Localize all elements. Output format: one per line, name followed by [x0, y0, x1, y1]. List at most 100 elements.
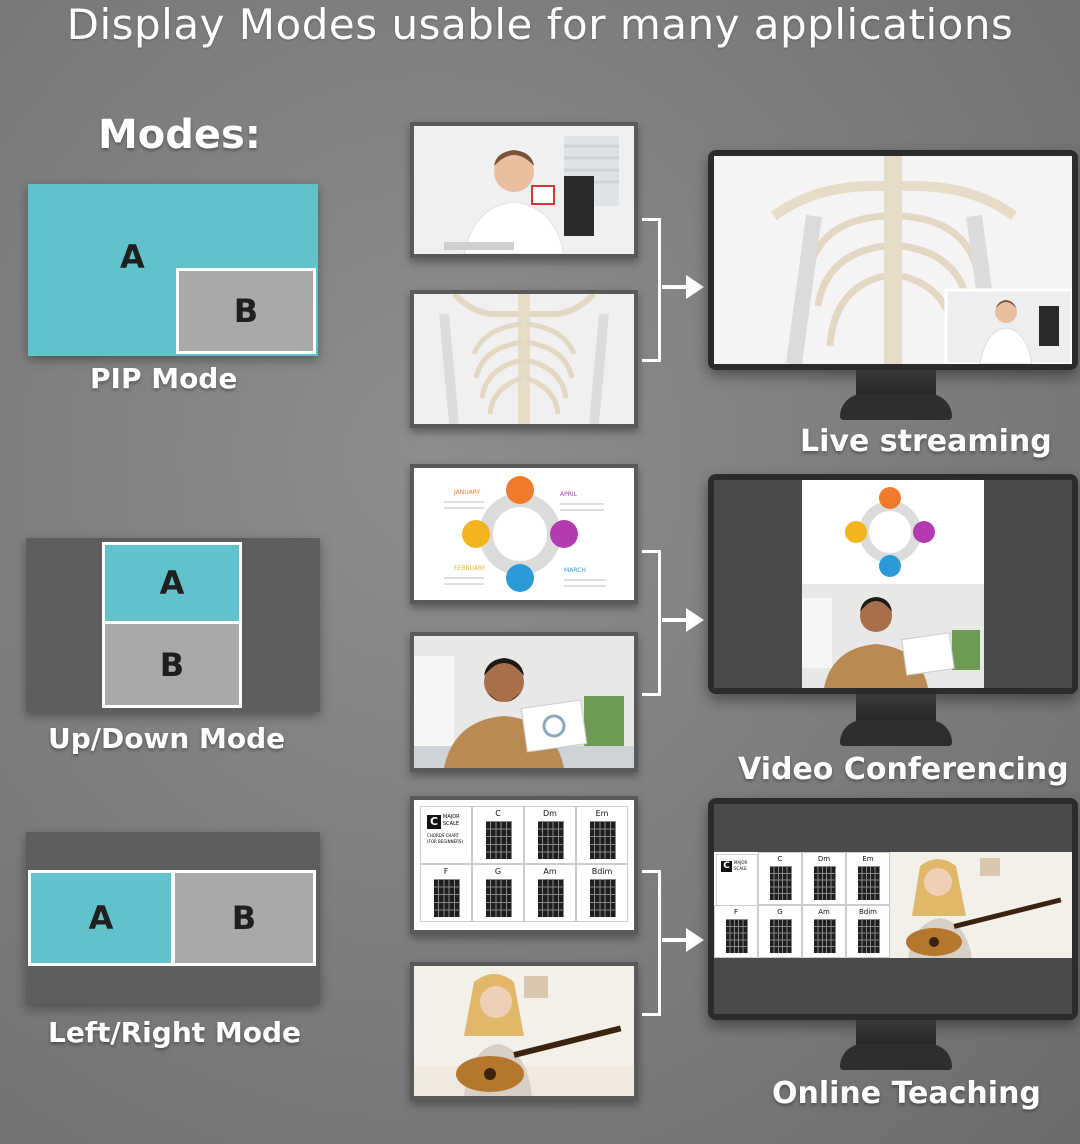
chord-diagram [858, 866, 880, 900]
chord-name: C [777, 855, 783, 863]
leftright-mode-caption: Left/Right Mode [48, 1016, 302, 1049]
updown-region-b: B [102, 624, 242, 708]
pip-region-b: B [176, 268, 316, 354]
leftright-label-a: A [88, 899, 114, 937]
pip-label-b: B [233, 292, 259, 330]
updown-mode-diagram: A B [26, 538, 320, 712]
chord-chart-title-cell-large: C MAJOR SCALE [716, 854, 758, 906]
monitor-live-streaming [708, 150, 1078, 370]
chord-name: Bdim [591, 867, 613, 876]
leftright-label-b: B [231, 899, 257, 937]
arrow-line-2 [662, 618, 688, 622]
chord-chart-grid: C MAJOR SCALE CHORDS CHART (FOR BEGINNER… [420, 806, 628, 924]
pip-mode-diagram: A B [28, 184, 318, 356]
monitor-stand-base-3 [840, 1044, 952, 1070]
chord-cell: C [472, 806, 524, 864]
arrow-right-icon [686, 928, 704, 952]
monitor-stand-base-2 [840, 720, 952, 746]
monitor-screen-pip [714, 156, 1072, 364]
chord-diagram [726, 919, 748, 953]
live-streaming-caption: Live streaming [800, 424, 1052, 459]
chord-cell: Am [524, 864, 576, 922]
doctor-illustration [414, 126, 634, 254]
chord-diagram [814, 866, 836, 900]
chord-diagram [434, 879, 460, 917]
chord-diagram [538, 879, 564, 917]
arrow-right-icon [686, 608, 704, 632]
chord-cell: G [472, 864, 524, 922]
chord-cell: Bdim [846, 905, 890, 958]
month-february: FEBRUARY [454, 565, 486, 572]
month-january: JANUARY [453, 489, 481, 496]
arrow-line-3 [662, 938, 688, 942]
monitor-screen-updown [714, 480, 1072, 688]
chord-diagram [814, 919, 836, 953]
guitar-player-illustration [414, 966, 634, 1096]
video-conferencing-caption: Video Conferencing [738, 752, 1069, 787]
chord-diagram [590, 879, 616, 917]
chord-diagram [858, 919, 880, 953]
presenter-illustration [414, 636, 634, 768]
monitor-stand-neck-1 [856, 370, 936, 396]
arrow-line-1 [662, 285, 688, 289]
bracket-connector-2 [642, 550, 661, 696]
chord-name: F [733, 908, 739, 916]
chord-diagram [486, 879, 512, 917]
chord-chart-title-line: CHORDS CHART [427, 833, 460, 838]
pip-mode-caption: PIP Mode [90, 362, 238, 395]
leftright-region-b: B [172, 870, 316, 966]
chord-name: G [777, 908, 783, 916]
chord-cell: F [420, 864, 472, 922]
month-march: MARCH [564, 567, 586, 574]
chord-cell: C [758, 852, 802, 905]
updown-screen-content [714, 480, 1072, 688]
page-title: Display Modes usable for many applicatio… [66, 0, 1014, 49]
doctor-video-thumbnail [410, 122, 638, 258]
guitar-video-thumbnail [410, 962, 638, 1100]
chord-cell: Dm [802, 852, 846, 905]
month-april: APRIL [560, 491, 578, 498]
chord-chart-title-line: MAJOR [443, 814, 460, 820]
bracket-connector-1 [642, 218, 661, 362]
chord-name: C [495, 809, 501, 818]
monitor-video-conferencing [708, 474, 1078, 694]
chord-chart-title-cell: C MAJOR SCALE CHORDS CHART (FOR BEGINNER… [420, 806, 472, 864]
chord-chart-title-line: (FOR BEGINNERS) [427, 839, 464, 844]
chord-cell: F [714, 905, 758, 958]
chord-cell: Em [846, 852, 890, 905]
chord-cell: Dm [524, 806, 576, 864]
chord-chart-thumbnail: C MAJOR SCALE CHORDS CHART (FOR BEGINNER… [410, 796, 638, 934]
chord-diagram [486, 821, 512, 859]
chord-name: Dm [817, 855, 831, 863]
pip-label-a: A [120, 238, 145, 276]
monitor-stand-neck-3 [856, 1020, 936, 1046]
chord-name: Am [543, 867, 557, 876]
updown-mode-caption: Up/Down Mode [48, 722, 286, 755]
infographic-thumbnail: JANUARY APRIL FEBRUARY MARCH [410, 464, 638, 604]
updown-label-a: A [159, 564, 185, 602]
chord-cell: G [758, 905, 802, 958]
monitor-stand-neck-2 [856, 694, 936, 722]
updown-region-a: A [102, 542, 242, 624]
infographic-illustration: JANUARY APRIL FEBRUARY MARCH [414, 468, 634, 600]
leftright-mode-diagram: A B [26, 832, 320, 1004]
arrow-right-icon [686, 275, 704, 299]
chord-chart-title-letter: C [427, 815, 441, 829]
chord-diagram [770, 919, 792, 953]
chord-name: Bdim [858, 908, 877, 916]
chord-name: F [443, 867, 449, 876]
chord-chart-title-line: SCALE [734, 866, 747, 871]
chord-diagram [538, 821, 564, 859]
presenter-video-thumbnail [410, 632, 638, 772]
chord-cell: Am [802, 905, 846, 958]
online-teaching-caption: Online Teaching [772, 1076, 1041, 1111]
skeleton-illustration [414, 294, 634, 424]
modes-heading: Modes: [98, 112, 261, 158]
chord-chart-title-line: MAJOR [734, 860, 748, 865]
pip-screen-content [714, 156, 1072, 364]
chord-name: Em [595, 809, 609, 818]
chord-cell: Em [576, 806, 628, 864]
